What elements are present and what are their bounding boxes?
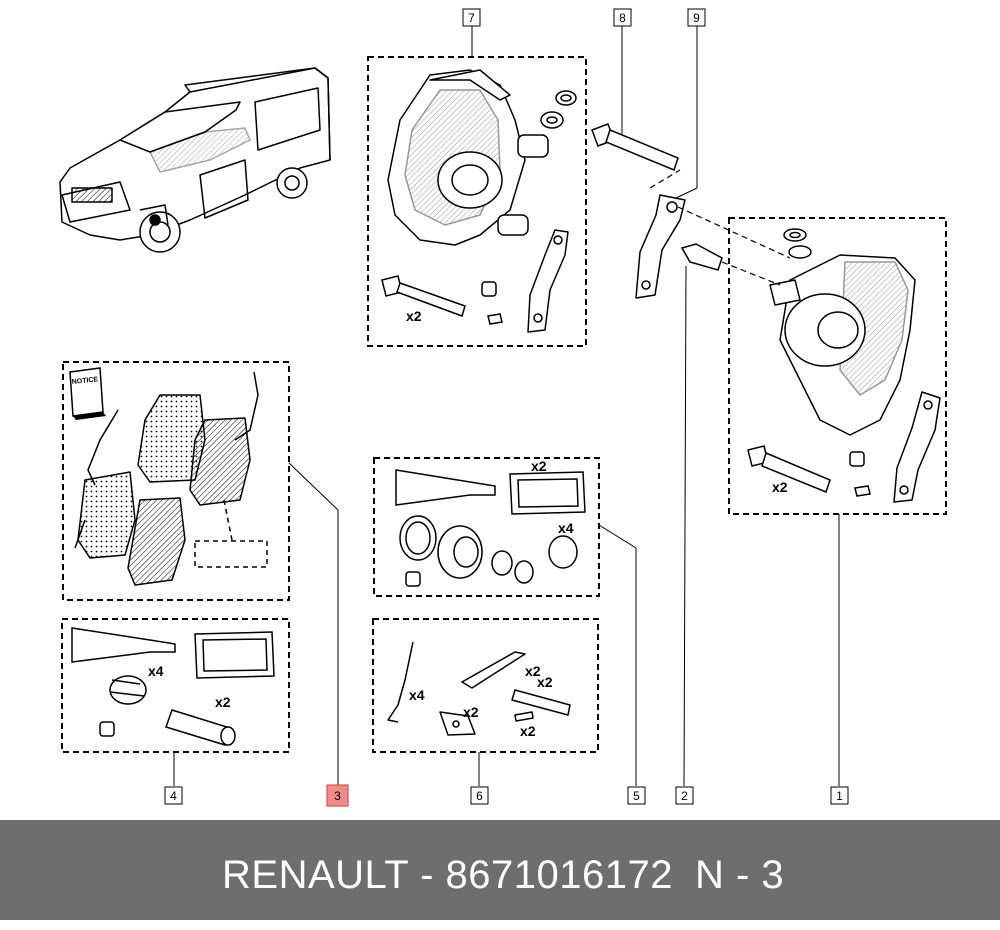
brake-pads-3 xyxy=(77,394,251,586)
bracket-9 xyxy=(635,194,686,299)
page-reference: N - 3 xyxy=(695,853,785,897)
seals-1 xyxy=(783,228,812,259)
callout-5-label: 5 xyxy=(633,789,640,803)
qty-1-bolt: x2 xyxy=(772,479,788,495)
qty-5-boot: x4 xyxy=(558,520,574,536)
placeholder-box-3 xyxy=(194,540,268,568)
qty-4-sleeve: x2 xyxy=(215,694,231,710)
caliper-assembly-7 xyxy=(387,69,549,246)
callout-1-label: 1 xyxy=(836,789,843,803)
callout-6[interactable]: 6 xyxy=(470,786,489,805)
group-7-frame xyxy=(367,56,587,347)
group-1-frame xyxy=(728,217,947,515)
callout-9[interactable]: 9 xyxy=(687,8,706,27)
bracket-1 xyxy=(893,391,941,503)
bleed-screw-2 xyxy=(680,243,723,271)
booklet-title: NOTICE xyxy=(71,376,98,386)
callout-7-label: 7 xyxy=(468,11,475,25)
notice-booklet: NOTICE xyxy=(69,367,106,420)
wear-sensor-wires xyxy=(74,371,259,549)
seals-5 xyxy=(399,515,578,587)
callout-6-label: 6 xyxy=(476,789,483,803)
qty-6-plate: x2 xyxy=(463,704,479,720)
boot-4 xyxy=(109,675,147,705)
bracket-7 xyxy=(527,229,569,333)
callout-4-label: 4 xyxy=(170,789,177,803)
qty-6-spring: x4 xyxy=(409,687,425,703)
qty-4-boot: x4 xyxy=(148,663,164,679)
qty-7-bolt: x2 xyxy=(406,308,422,324)
callout-3-label: 3 xyxy=(334,789,341,803)
part-number-footer: RENAULT - 8671016172 N - 3 xyxy=(0,820,1000,920)
exploded-parts-diagram: x2 x2 xyxy=(59,8,947,807)
callout-7[interactable]: 7 xyxy=(462,8,481,27)
callout-2[interactable]: 2 xyxy=(675,786,694,805)
qty-6-strip: x2 xyxy=(537,674,553,690)
grease-tube-5 xyxy=(395,469,496,506)
callout-4[interactable]: 4 xyxy=(164,786,183,805)
callout-2-label: 2 xyxy=(681,789,688,803)
callout-1[interactable]: 1 xyxy=(830,786,849,805)
bolt-7 xyxy=(381,275,503,325)
assembly-guide-lines xyxy=(649,169,791,286)
hardware-6 xyxy=(387,641,571,736)
group-4-frame xyxy=(61,618,290,753)
callout-8-label: 8 xyxy=(619,11,626,25)
callout-3-highlighted[interactable]: 3 xyxy=(326,784,349,807)
guide-sleeve-4 xyxy=(99,709,236,746)
group-6-frame xyxy=(372,618,599,753)
qty-5-grease: x2 xyxy=(531,458,547,474)
seals-7 xyxy=(540,90,577,129)
qty-6-clip: x2 xyxy=(525,663,541,679)
leader-lines xyxy=(173,26,840,787)
bolt-8 xyxy=(591,123,679,171)
part-number-text: RENAULT - 8671016172 xyxy=(222,853,674,897)
callout-8[interactable]: 8 xyxy=(613,8,632,27)
callout-5[interactable]: 5 xyxy=(627,786,646,805)
grease-tube-4 xyxy=(71,627,176,663)
bolt-1 xyxy=(747,445,871,497)
group-5-frame xyxy=(373,457,600,597)
grease-sachet-5 xyxy=(509,471,586,515)
van-illustration xyxy=(59,67,331,253)
grease-sachet-4 xyxy=(194,631,275,679)
qty-6-pin: x2 xyxy=(520,723,536,739)
callout-9-label: 9 xyxy=(693,11,700,25)
caliper-1 xyxy=(769,254,916,436)
group-3-frame xyxy=(62,361,290,601)
